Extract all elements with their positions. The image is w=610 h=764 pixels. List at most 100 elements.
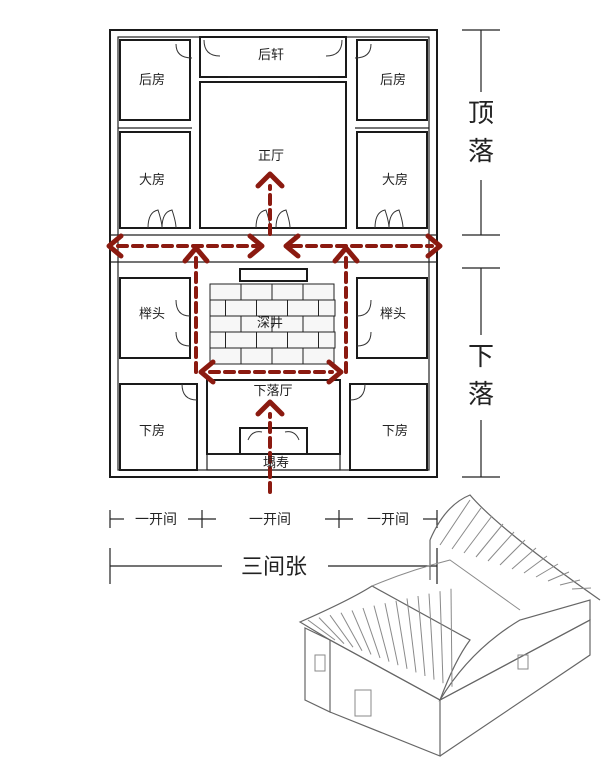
roof-tile-line: [307, 619, 336, 641]
roof-tile-line: [417, 595, 426, 677]
door-swing-icon: [247, 431, 263, 441]
room-labels: 后轩 后房 后房 正厅 大房 大房 深井 榉头 榉头 下落厅 下房 下房 塌寿: [139, 48, 408, 471]
label-big-room-right: 大房: [382, 172, 408, 188]
label-rear-pavilion: 后轩: [258, 48, 284, 63]
outer-boundary: [109, 29, 438, 478]
label-big-room-left: 大房: [139, 172, 165, 188]
roof-tile-line: [373, 605, 390, 662]
label-lower-room-right: 下房: [382, 423, 408, 439]
door-swing-icon: [374, 209, 390, 229]
sketch-rear-roof-ridge: [429, 494, 601, 601]
total-width-label: 三间张: [241, 555, 307, 580]
big-room-right-walls: [356, 131, 428, 229]
arrow-head-corridor-center-left: [283, 233, 301, 259]
patio-brick: [209, 315, 242, 333]
door-swing-icon: [203, 39, 221, 57]
sketch-left-wall: [304, 627, 331, 713]
label-rear-room-right: 后房: [380, 72, 406, 88]
door-swing-icon: [255, 209, 271, 229]
patio-brick: [209, 283, 242, 301]
circulation-arrows: [106, 171, 443, 494]
arrow-head-corridor-far-left: [106, 233, 124, 259]
door-swing-icon: [161, 209, 177, 229]
wing-left-walls: [119, 277, 191, 359]
patio-brick: [209, 331, 226, 349]
roof-tile-line: [384, 603, 399, 666]
section-lower-char-1: 下: [468, 342, 494, 372]
door-swing-icon: [349, 383, 366, 401]
arrow-head-lower-left: [198, 359, 216, 385]
arrow-head-main-hall: [255, 171, 285, 189]
roof-tile-line: [351, 610, 372, 655]
patio-brick: [240, 347, 273, 365]
label-rear-room-left: 后房: [139, 72, 165, 88]
roof-tile-line: [439, 499, 471, 546]
roof-tile-line: [428, 593, 435, 680]
patio-brick: [318, 331, 336, 349]
label-lower-hall: 下落厅: [253, 384, 292, 399]
door-swing-icon: [275, 209, 291, 229]
door-swing-icon: [147, 209, 163, 229]
patio-step: [239, 268, 308, 282]
roof-tile-line: [559, 579, 581, 586]
roof-tile-line: [329, 614, 354, 648]
door-swing-icon: [388, 209, 404, 229]
patio-brick: [302, 347, 335, 365]
sketch-front-roof-right: [438, 599, 591, 702]
section-upper-char-1: 顶: [468, 99, 494, 129]
sketch-door: [354, 689, 372, 717]
door-swing-icon: [175, 331, 191, 347]
patio-brick: [271, 283, 304, 301]
bay-label-left: 一开间: [135, 512, 177, 528]
roof-tile-line: [547, 571, 570, 582]
outer-walls: [109, 29, 438, 478]
patio-brick: [256, 331, 288, 349]
label-entrance: 塌寿: [263, 456, 289, 471]
roof-tile-line: [523, 555, 548, 574]
label-wing-right: 榉头: [380, 307, 406, 322]
patio-brick: [225, 331, 257, 349]
door-swing-icon: [181, 383, 198, 401]
bay-dimension-bars: 一开间 一开间 一开间 三间张: [109, 510, 438, 584]
patio-brick: [240, 283, 273, 301]
big-room-left-walls: [119, 131, 191, 229]
sketch-front-roof: [298, 585, 471, 701]
door-swing-icon: [175, 43, 193, 59]
roof-tile-line: [571, 587, 592, 590]
roof-tile-line: [511, 547, 537, 570]
roof-tile-line: [395, 600, 408, 669]
door-swing-icon: [325, 39, 343, 57]
roof-tile-line: [535, 563, 559, 578]
bay-label-right: 一开间: [367, 512, 409, 528]
arrow-head-corridor-center-right: [247, 233, 265, 259]
entrance-recess-walls: [239, 427, 308, 455]
roof-tile-line: [439, 591, 444, 684]
sketch-window: [314, 654, 326, 672]
section-upper-char-2: 落: [468, 137, 494, 167]
sketch-roof-tiles: [307, 499, 592, 687]
sketch-courtyard-edge: [371, 559, 521, 611]
roof-tile-line: [451, 507, 482, 550]
patio-brick: [271, 347, 304, 365]
bay-label-center: 一开间: [249, 512, 291, 528]
label-patio: 深井: [257, 316, 283, 331]
roof-tile-line: [499, 539, 526, 566]
patio-brick-pattern: [209, 283, 336, 365]
roof-tile-line: [463, 515, 493, 554]
patio-brick: [302, 315, 335, 333]
patio-brick: [287, 299, 319, 317]
entrance-threshold: [206, 453, 341, 471]
roof-tile-line: [487, 531, 515, 562]
door-swing-icon: [356, 299, 372, 317]
roof-tile-line: [475, 523, 504, 558]
rear-room-left-walls: [119, 39, 191, 121]
patio-brick: [209, 299, 226, 317]
main-hall-walls: [199, 81, 347, 229]
section-dimension-bars: 顶 落 下 落: [462, 29, 500, 478]
arrow-head-lower-right: [326, 359, 344, 385]
patio-brick: [302, 283, 335, 301]
patio-brick: [256, 299, 288, 317]
roof-tile-line: [450, 588, 453, 687]
rear-room-right-walls: [356, 39, 428, 121]
